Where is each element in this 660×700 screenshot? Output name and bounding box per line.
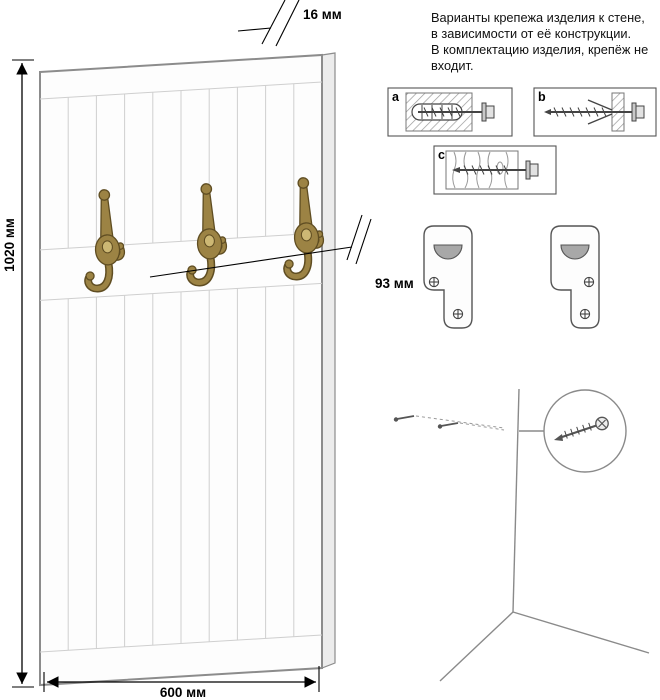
screw-icon-b bbox=[544, 99, 645, 125]
screw-icon-a bbox=[418, 102, 495, 122]
keyhole-plate-2 bbox=[550, 225, 600, 329]
keyhole-plate-1 bbox=[423, 225, 473, 329]
small-screw-2 bbox=[437, 422, 505, 431]
height-dimension: 1020 мм bbox=[2, 59, 34, 688]
note-line-2: в зависимости от её конструкции. bbox=[431, 26, 631, 41]
hook-offset-label: 93 мм bbox=[375, 276, 414, 291]
fastener-option-c: c bbox=[433, 145, 557, 195]
panel-side-edge bbox=[321, 52, 336, 669]
width-dimension: 600 мм bbox=[43, 666, 320, 700]
wall-corner-diagram bbox=[393, 388, 650, 682]
hook-offset-dimension: 93 мм bbox=[149, 214, 414, 291]
small-screw-1 bbox=[393, 415, 505, 429]
fastener-a-label: a bbox=[392, 90, 400, 104]
note-line-1: Варианты крепежа изделия к стене, bbox=[431, 10, 645, 25]
width-label: 600 мм bbox=[160, 685, 206, 700]
fastener-option-b: b bbox=[533, 87, 657, 137]
hanger-panel bbox=[40, 52, 336, 685]
fastener-option-a: a bbox=[387, 87, 513, 137]
thickness-dimension: 16 мм bbox=[237, 0, 342, 47]
fastener-c-label: c bbox=[438, 148, 445, 162]
magnified-screw-icon bbox=[554, 416, 609, 441]
note-line-4: входит. bbox=[431, 58, 474, 73]
thickness-label: 16 мм bbox=[303, 7, 342, 22]
height-label: 1020 мм bbox=[2, 218, 17, 272]
panel-groove-lines bbox=[40, 82, 322, 652]
fastener-b-label: b bbox=[538, 90, 546, 104]
note-line-3: В комплектацию изделия, крепёж не bbox=[431, 42, 648, 57]
mounting-note: Варианты крепежа изделия к стене, в зави… bbox=[431, 10, 648, 73]
screw-icon-c bbox=[452, 160, 539, 180]
